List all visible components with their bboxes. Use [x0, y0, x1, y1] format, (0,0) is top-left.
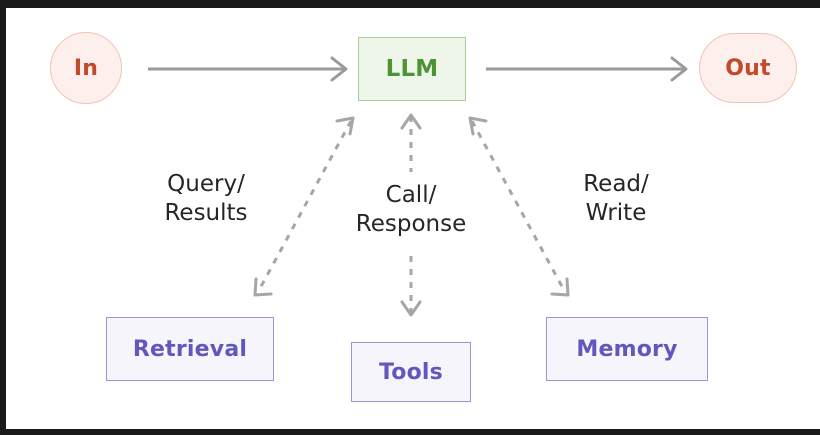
edge-llm-to-out — [486, 56, 688, 82]
node-retrieval[interactable]: Retrieval — [106, 317, 274, 381]
node-llm[interactable]: LLM — [358, 37, 466, 101]
node-input[interactable]: In — [50, 32, 122, 104]
edge-label-call-response: Call/ Response — [355, 182, 467, 238]
edge-label-query-results: Query/ Results — [164, 171, 248, 227]
edge-in-to-llm — [148, 56, 348, 82]
node-tools[interactable]: Tools — [351, 342, 471, 402]
frame-top-border — [6, 4, 820, 8]
node-memory[interactable]: Memory — [546, 317, 708, 381]
edge-label-read-write: Read/ Write — [583, 171, 649, 227]
node-output[interactable]: Out — [699, 33, 797, 103]
